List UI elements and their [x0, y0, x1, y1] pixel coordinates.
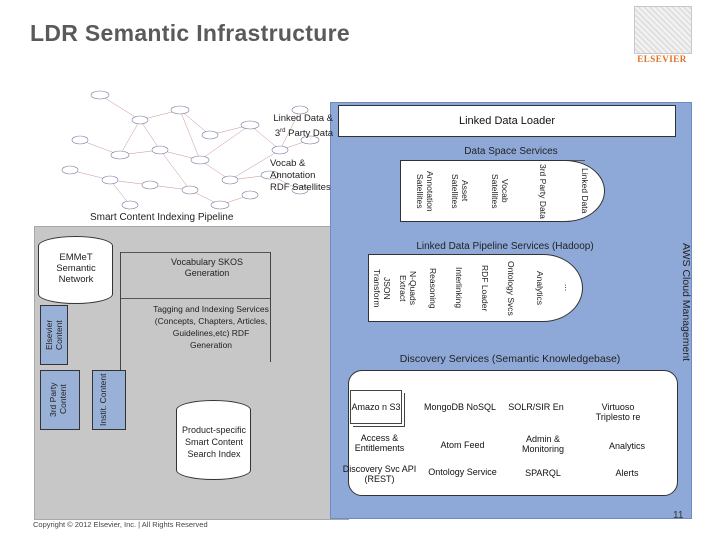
linked-data-label: Linked Data &3rd Party Data	[273, 113, 333, 140]
logo-text: ELSEVIER	[637, 54, 687, 64]
search-index-label: Product-specific Smart Content Search In…	[181, 425, 247, 459]
discovery-services-title: Discovery Services (Semantic Knowledgeba…	[399, 353, 621, 365]
pipeline-services-title: Linked Data Pipeline Services (Hadoop)	[416, 241, 594, 252]
pipeline-json-transform: JSON Transform	[372, 268, 392, 308]
aws-cloud-management-label: AWS Cloud Management	[680, 242, 692, 362]
page-title: LDR Semantic Infrastructure	[30, 20, 350, 46]
alerts: Alerts	[615, 468, 639, 478]
elsevier-content-label: Elsevier Content	[44, 319, 64, 351]
admin-monitoring: Admin & Monitoring	[521, 434, 565, 454]
linked-data-graph-image	[61, 90, 320, 210]
satellite-annotation: Annotation Satellites	[415, 170, 435, 212]
pipeline-rdf-loader: RDF Loader	[480, 264, 490, 312]
discovery-services-box	[348, 370, 678, 496]
sparql: SPARQL	[525, 468, 561, 478]
smart-content-pipeline-label: Smart Content Indexing Pipeline	[90, 212, 234, 223]
data-space-services-label: Data Space Services	[464, 146, 558, 157]
access-entitlements: Access & Entitlements	[354, 433, 405, 453]
satellite-vocab: Vocab Satellites	[490, 173, 510, 209]
analytics: Analytics	[608, 441, 645, 451]
instit-content-label: Instit. Content	[98, 373, 108, 426]
vocab-annotation-label: Vocab & Annotation RDF Satellites	[270, 158, 331, 193]
pipeline-nquads-extract: N-Quads Extract	[398, 270, 418, 305]
pipeline-reasoning: Reasoning	[428, 267, 438, 309]
vocab-skos-label: Vocabulary SKOS Generation	[170, 257, 244, 278]
pipeline-ontology-svcs: Ontology Svcs	[506, 260, 516, 316]
virtuoso: Virtuoso Triplesto re	[595, 402, 641, 422]
divider	[120, 298, 270, 299]
pipeline-analytics: Analytics	[535, 270, 545, 305]
pipeline-interlinking: Interlinking	[454, 267, 464, 309]
third-party-content-label: 3rd Party Content	[48, 382, 68, 417]
mongodb: MongoDB NoSQL	[423, 402, 497, 412]
third-party-content-doc	[40, 370, 80, 430]
copyright: Copyright © 2012 Elsevier, Inc. | All Ri…	[33, 520, 208, 529]
connector-line	[270, 252, 271, 362]
elsevier-logo: ELSEVIER	[624, 6, 700, 68]
discovery-api: Discovery Svc API (REST)	[342, 464, 417, 484]
divider	[120, 252, 270, 253]
ontology-service: Ontology Service	[428, 467, 497, 477]
search-index-cylinder	[176, 400, 251, 480]
page-number: 11	[673, 510, 684, 521]
satellite-third-party: 3rd Party Data	[538, 163, 548, 219]
linked-data-loader: Linked Data Loader	[338, 105, 676, 137]
atom-feed: Atom Feed	[440, 440, 485, 450]
instit-content-doc	[92, 370, 126, 430]
emmet-cylinder	[38, 236, 113, 304]
pipeline-services-cylinder	[368, 254, 583, 322]
satellite-linked-data: Linked Data	[580, 168, 590, 214]
emmet-label: EMMeT Semantic Network	[56, 252, 96, 285]
tagging-label: Tagging and Indexing Services (Concepts,…	[153, 304, 269, 350]
amazon-s3: Amazo n S3	[350, 390, 402, 424]
solr: SOLR/SIR En	[508, 402, 564, 412]
pipeline-more: ...	[563, 284, 573, 292]
tree-icon	[634, 6, 692, 54]
elsevier-content-doc	[40, 305, 68, 365]
satellite-asset: Asset Satellites	[450, 173, 470, 209]
connector-line	[120, 252, 121, 427]
satellites-cylinder	[400, 160, 605, 222]
